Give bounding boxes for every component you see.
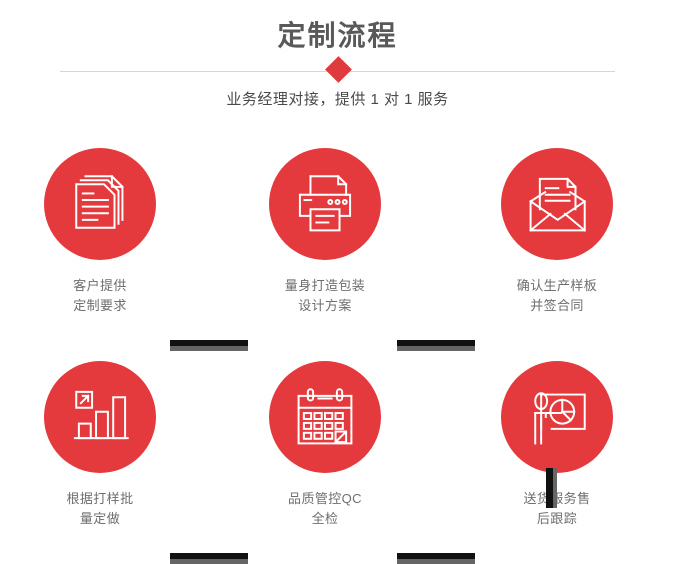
connector-step2-step3	[397, 340, 475, 351]
connector-step3-step6	[546, 468, 557, 508]
diamond-icon	[324, 56, 352, 83]
calendar-check-icon	[297, 388, 353, 445]
flow-step-1-circle	[44, 148, 156, 260]
connector-shadow	[397, 346, 475, 351]
flow-step-2-circle	[269, 148, 381, 260]
flow-step-1-label: 客户提供 定制要求	[73, 278, 127, 313]
connector-bar	[397, 340, 475, 346]
flow-step-4[interactable]: 根据打样批 量定做	[20, 361, 180, 529]
flow-step-6-circle	[501, 361, 613, 473]
documents-icon	[75, 175, 124, 229]
flow-step-5[interactable]: 品质管控QC 全检	[245, 361, 405, 529]
bar-chart-growth-icon	[73, 390, 129, 440]
connector-shadow	[170, 346, 248, 351]
connector-bar	[170, 340, 248, 346]
flow-step-3-label: 确认生产样板 并签合同	[516, 278, 598, 313]
page-title: 定制流程	[277, 20, 398, 51]
connector-shadow	[397, 559, 475, 564]
title-divider	[60, 56, 615, 86]
flow-step-5-circle	[269, 361, 381, 473]
printer-icon	[298, 175, 352, 232]
connector-shadow	[553, 468, 557, 508]
flow-step-6-label: 送货服务售 后跟踪	[523, 491, 590, 526]
page-header: 定制流程 业务经理对接，提供 1 对 1 服务	[0, 0, 675, 135]
connector-shadow	[170, 559, 248, 564]
flow-step-2[interactable]: 量身打造包装 设计方案	[245, 148, 405, 316]
flow-step-5-label: 品质管控QC 全检	[288, 491, 362, 526]
flow-step-1[interactable]: 客户提供 定制要求	[20, 148, 180, 316]
flow-step-3[interactable]: 确认生产样板 并签合同	[477, 148, 637, 316]
connector-bar	[546, 468, 553, 508]
page-subtitle: 业务经理对接，提供 1 对 1 服务	[226, 91, 449, 108]
flow-step-4-circle	[44, 361, 156, 473]
connector-step1-step2	[170, 340, 248, 351]
flow-step-3-circle	[501, 148, 613, 260]
flow-step-2-label: 量身打造包装 设计方案	[284, 278, 366, 313]
flow-step-4-label: 根据打样批 量定做	[66, 491, 134, 526]
connector-step5-step6	[397, 553, 475, 564]
presenter-pie-chart-icon	[534, 392, 586, 445]
process-flow: 客户提供 定制要求 量身打造包装 设计方案	[0, 135, 675, 564]
flow-step-6[interactable]: 送货服务售 后跟踪	[477, 361, 637, 529]
envelope-letter-icon	[529, 177, 587, 232]
connector-step4-step5	[170, 553, 248, 564]
